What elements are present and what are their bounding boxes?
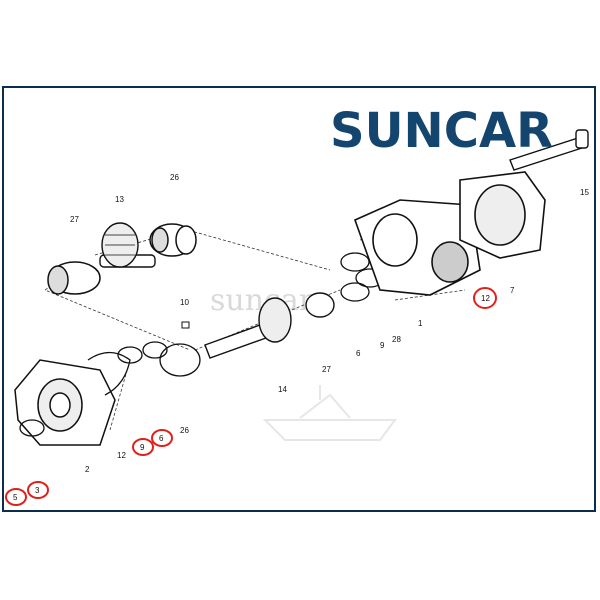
highlight-6b [151,429,173,447]
callout-6b: 6 [159,434,164,443]
highlight-3 [27,481,49,499]
pin-part-10 [181,321,190,329]
callout-7: 7 [510,286,515,295]
drive-shaft-part-14 [204,292,335,359]
front-cover-part-2 [14,359,116,446]
callout-2: 2 [85,465,90,474]
callout-5: 5 [13,493,18,502]
watermark-ship-icon [262,385,397,441]
callout-28: 28 [392,335,401,344]
callout-26b: 26 [180,426,189,435]
bushing-part-26-upper [149,223,197,257]
callout-14: 14 [278,385,287,394]
callout-1: 1 [418,319,423,328]
driven-gear-part-13 [99,222,156,268]
rear-plate-part-7 [459,171,546,259]
suncar-logo: SUNCAR [330,103,553,159]
callout-9b: 9 [140,443,145,452]
callout-12b: 12 [117,451,126,460]
callout-6a: 6 [356,349,361,358]
callout-26a: 26 [170,173,179,182]
highlight-5 [5,488,27,506]
callout-3: 3 [35,486,40,495]
callout-labels: 27 13 26 10 26 27 14 15 7 12 1 28 9 6 12… [13,173,589,502]
highlight-12a [473,287,497,309]
highlight-9b [132,438,154,456]
callout-10: 10 [180,298,189,307]
callout-9a: 9 [380,341,385,350]
callout-15: 15 [580,188,589,197]
callout-27a: 27 [70,215,79,224]
seal-rings-left [19,341,201,437]
bushing-part-27-left [47,261,101,295]
callout-13: 13 [115,195,124,204]
highlight-circles [5,287,497,506]
svg-text:SUNCAR: SUNCAR [330,103,553,159]
callout-27b: 27 [322,365,331,374]
callout-12a: 12 [481,294,490,303]
pump-body-part-1 [353,199,481,296]
bolt-part-15 [509,129,589,171]
